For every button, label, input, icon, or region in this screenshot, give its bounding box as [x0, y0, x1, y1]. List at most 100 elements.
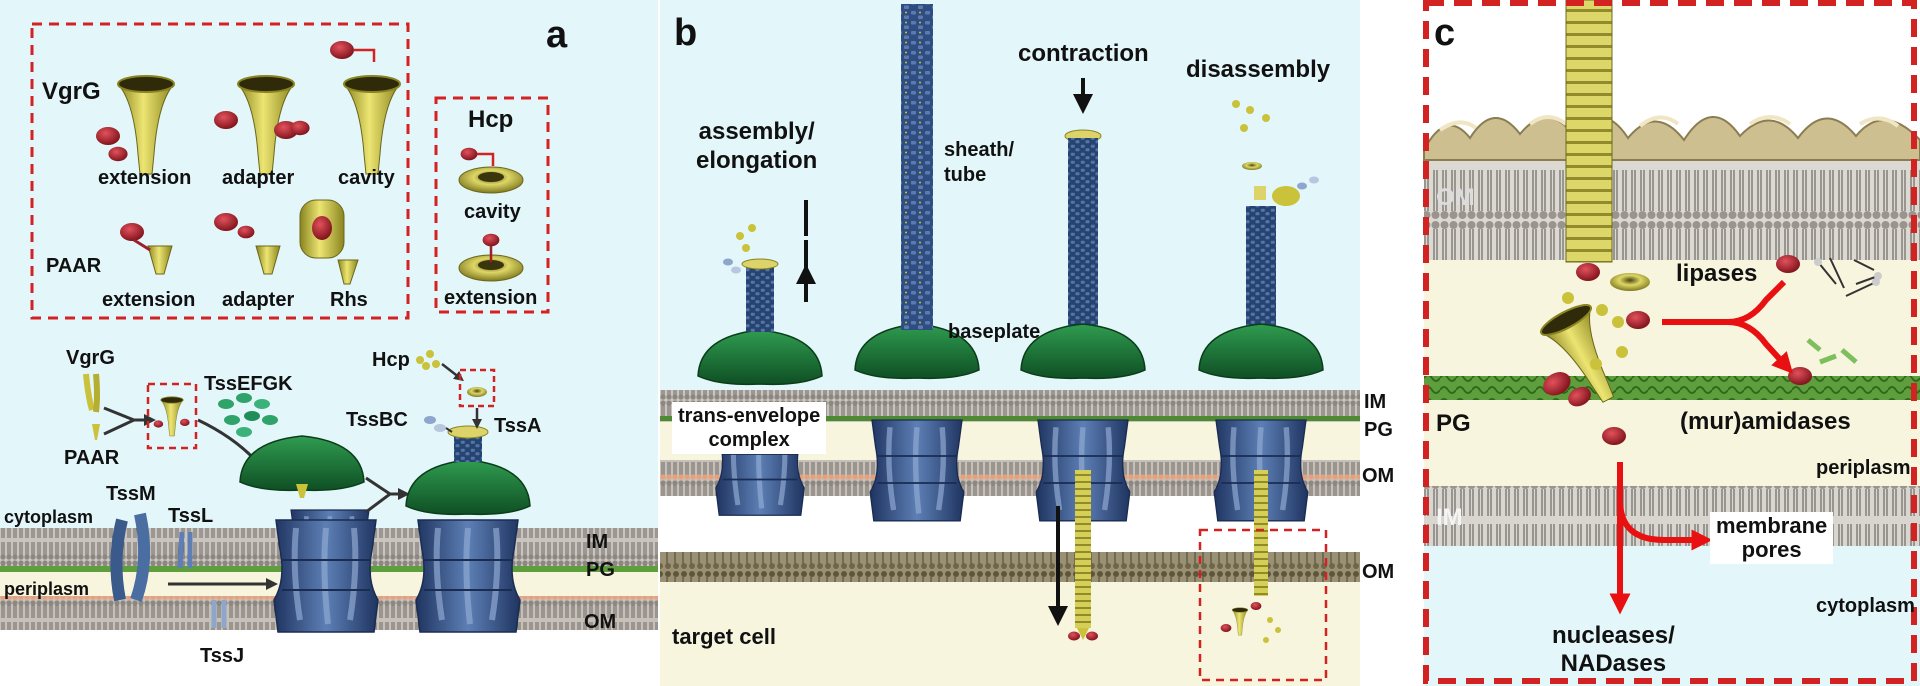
vgrg-trimers-icon [83, 373, 100, 413]
merge-arrow-2 [365, 476, 404, 514]
hcp-cavity-label: cavity [464, 201, 521, 223]
panel-b-im-label: IM [1364, 391, 1387, 413]
panel-a-pg-label: PG [586, 559, 615, 581]
amidases-label: (mur)amidases [1680, 408, 1851, 435]
vgrg-paar-complex-box [146, 382, 198, 450]
panel-a-bottom [0, 626, 658, 686]
hcp-extension-label: extension [444, 287, 538, 309]
assembly-tssefgk-label: TssEFGK [204, 373, 293, 395]
panel-a-letter: a [546, 14, 568, 56]
contraction-label: contraction [1018, 40, 1149, 67]
panel-c-cytoplasm-label: cytoplasm [1816, 595, 1915, 617]
target-cell-label: target cell [672, 624, 776, 649]
hcp-legend-box [434, 96, 550, 314]
assembly-elongation-label: assembly/ elongation [696, 118, 818, 174]
panel-c-periplasm-label: periplasm [1816, 457, 1911, 479]
paar-adapter-label: adapter [222, 289, 295, 311]
membrane-pores-label: membrane pores [1710, 512, 1834, 565]
lipase-amidase-arrow [1662, 279, 1786, 366]
membrane-pores-arrow [1617, 499, 1713, 551]
panel-b-target-om [660, 552, 1360, 582]
panel-b-om-label: OM [1362, 465, 1395, 487]
tssbc-arrow [445, 427, 453, 433]
amidase-target-icon [1788, 338, 1858, 385]
hcp-incorporation-box [458, 368, 496, 408]
tssbc-icon [424, 416, 446, 432]
baseplate-intermediate-icon [239, 435, 365, 498]
panel-c-tube [1565, 0, 1613, 263]
effector-legend-box [30, 22, 410, 320]
panel-b-pg-label: PG [1364, 419, 1393, 441]
hcp-title: Hcp [468, 106, 514, 133]
paar-extension-label: extension [102, 289, 196, 311]
panel-a-periplasm-label: periplasm [4, 579, 90, 599]
assembly-tssbc-label: TssBC [346, 409, 408, 431]
merge-arrow-1 [103, 406, 150, 436]
paar-small-icon [92, 424, 100, 440]
panel-c-im-label: IM [1436, 504, 1463, 531]
panel-b-peptidoglycan [660, 416, 1360, 421]
assembly-hcp-label: Hcp [372, 349, 410, 371]
hcp-arrow [441, 363, 464, 382]
tssl-icon [177, 531, 193, 569]
panel-b-letter: b [674, 12, 698, 54]
panel-c-om-label: OM [1436, 184, 1475, 211]
paar-rhs-label: Rhs [330, 289, 368, 311]
assembly-tssa-label: TssA [494, 415, 542, 437]
step-assembly [697, 200, 823, 515]
step-disassembly [1198, 100, 1328, 682]
panel-b-target-om-label: OM [1362, 561, 1395, 583]
panel-c-lps-layer [1423, 115, 1920, 161]
vgrg-extension-label: extension [98, 167, 192, 189]
sheath-tube-label: sheath/ tube [944, 139, 1015, 186]
step-contraction [1020, 78, 1146, 641]
panel-c-cytoplasm [1424, 546, 1920, 686]
tssm-icon [110, 512, 151, 602]
assembly-tssm-label: TssM [106, 483, 156, 505]
lipases-label: lipases [1676, 260, 1758, 287]
assembly-paar-label: PAAR [64, 447, 120, 469]
vgrg-adapter-label: adapter [222, 167, 295, 189]
panel-a-om-label: OM [584, 611, 617, 633]
panel-b-target-cell [660, 580, 1360, 686]
hcp-incoming-icon [416, 350, 440, 370]
membrane-complex-icon [274, 520, 378, 632]
lipase-target-icon [1776, 255, 1882, 297]
trans-envelope-complex-label: trans-envelope complex [672, 402, 827, 454]
panel-c [1423, 0, 1920, 686]
tssefgk-proteins-icon [218, 393, 278, 437]
vgrg-title: VgrG [42, 78, 101, 105]
panel-c-frame [1423, 0, 1917, 684]
delivery-zoom-box [1198, 528, 1328, 682]
panel-c-letter: c [1434, 12, 1456, 54]
assembly-tssj-label: TssJ [200, 645, 245, 667]
hcp-extension-icon [458, 233, 524, 282]
paar-adapter-icon [214, 213, 281, 275]
panel-c-outer-membrane [1424, 150, 1920, 260]
hcp-cavity-icon [458, 147, 524, 194]
panel-b-background [660, 0, 1360, 390]
assembly-tssl-label: TssL [168, 505, 214, 527]
panel-a-im-label: IM [586, 531, 609, 553]
assembly-vgrg-label: VgrG [66, 347, 115, 369]
panel-a-cytoplasm-label: cytoplasm [4, 507, 94, 527]
paar-title: PAAR [46, 255, 102, 277]
paar-extension-icon [120, 223, 173, 275]
panel-c-peptidoglycan [1424, 376, 1920, 400]
hcp-ring-icon [467, 387, 487, 397]
panel-c-inner-membrane [1424, 486, 1920, 546]
assembled-membrane-complex-icon [416, 520, 520, 632]
panel-c-periplasm [1424, 260, 1920, 486]
paar-rhs-icon [299, 199, 359, 285]
vgrg-cavity-label: cavity [338, 167, 395, 189]
vgrg-cavity-icon [330, 41, 401, 175]
panel-c-released-effectors [1562, 263, 1650, 445]
panel-b [660, 0, 1360, 686]
step-sheath-tube [854, 4, 980, 521]
tssa-cap-icon [447, 425, 489, 439]
baseplate-label: baseplate [948, 321, 1041, 343]
panel-a [0, 0, 658, 686]
disassembly-label: disassembly [1186, 56, 1331, 83]
nucleases-nadases-label: nucleases/ NADases [1552, 622, 1675, 677]
